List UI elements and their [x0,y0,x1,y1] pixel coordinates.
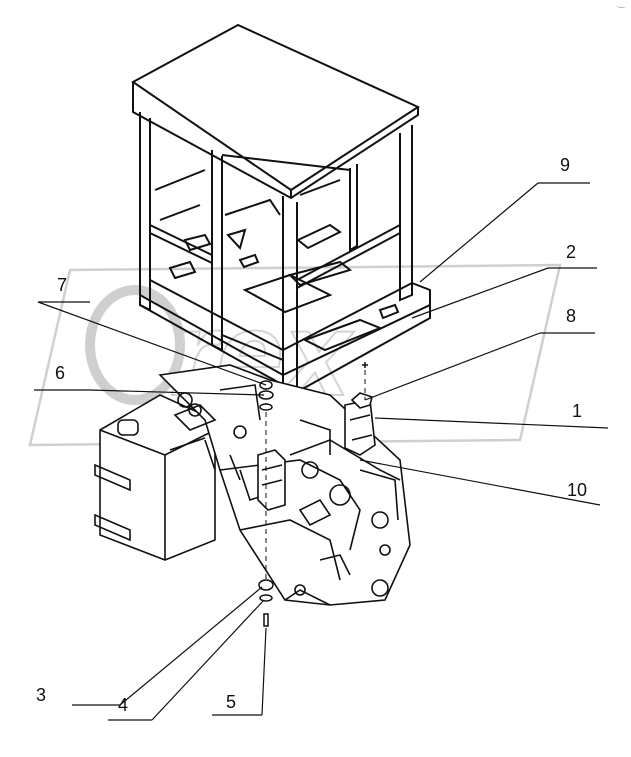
callout-3: 3 [36,685,47,705]
callout-10: 10 [567,480,588,500]
assembly-axes [265,370,366,580]
callout-2: 2 [566,242,577,262]
callout-7: 7 [57,275,68,295]
callout-4: 4 [118,695,129,715]
corner-mark: ᐧ— [616,3,625,11]
callout-6: 6 [55,363,66,383]
cab-frame [131,23,431,394]
leader-lines [34,182,609,721]
callout-8: 8 [566,306,577,326]
mount-brackets [257,392,376,511]
fastener-stack [258,362,368,627]
callout-9: 9 [560,155,571,175]
callout-5: 5 [226,692,237,712]
callout-1: 1 [572,401,583,421]
